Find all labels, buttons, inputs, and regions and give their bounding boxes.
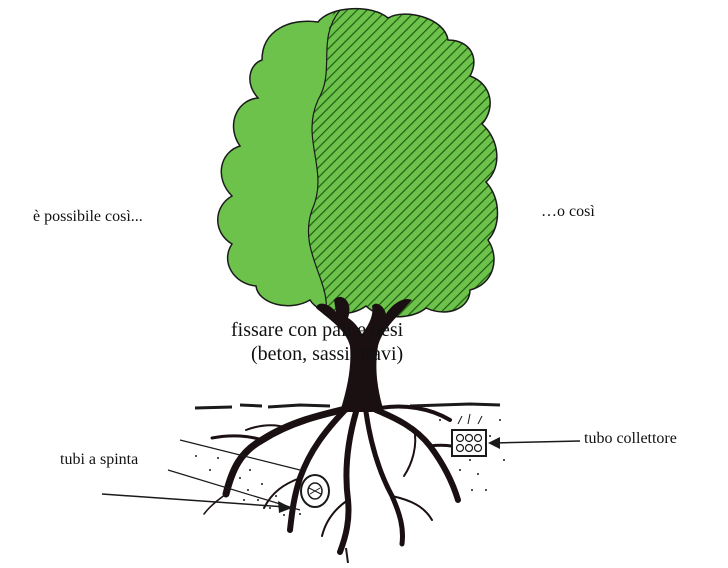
crown-divider	[307, 9, 341, 313]
push-pipe	[167, 439, 330, 511]
label-fixing-instruction: fissare con pali e pesi (beton, sassi, t…	[231, 318, 403, 366]
label-option-right: …o così	[541, 203, 595, 220]
label-collector-pipe: tubo collettore	[584, 430, 677, 447]
ground-line	[194, 402, 501, 410]
hatched-half	[308, 8, 498, 317]
collector-pipe	[451, 413, 487, 457]
soil-dots-left	[195, 455, 301, 516]
label-fixing-line1: fissare con pali e pesi	[231, 319, 404, 341]
label-push-pipes: tubi a spinta	[60, 451, 139, 468]
label-fixing-line2: (beton, sassi, travi)	[250, 343, 404, 365]
tree-crown	[216, 7, 499, 318]
trunk	[316, 296, 412, 412]
push-arrow	[101, 493, 292, 513]
roots	[203, 404, 478, 555]
collector-arrow	[488, 437, 581, 449]
stake-mark	[345, 547, 349, 564]
label-option-left: è possibile così...	[33, 208, 143, 225]
